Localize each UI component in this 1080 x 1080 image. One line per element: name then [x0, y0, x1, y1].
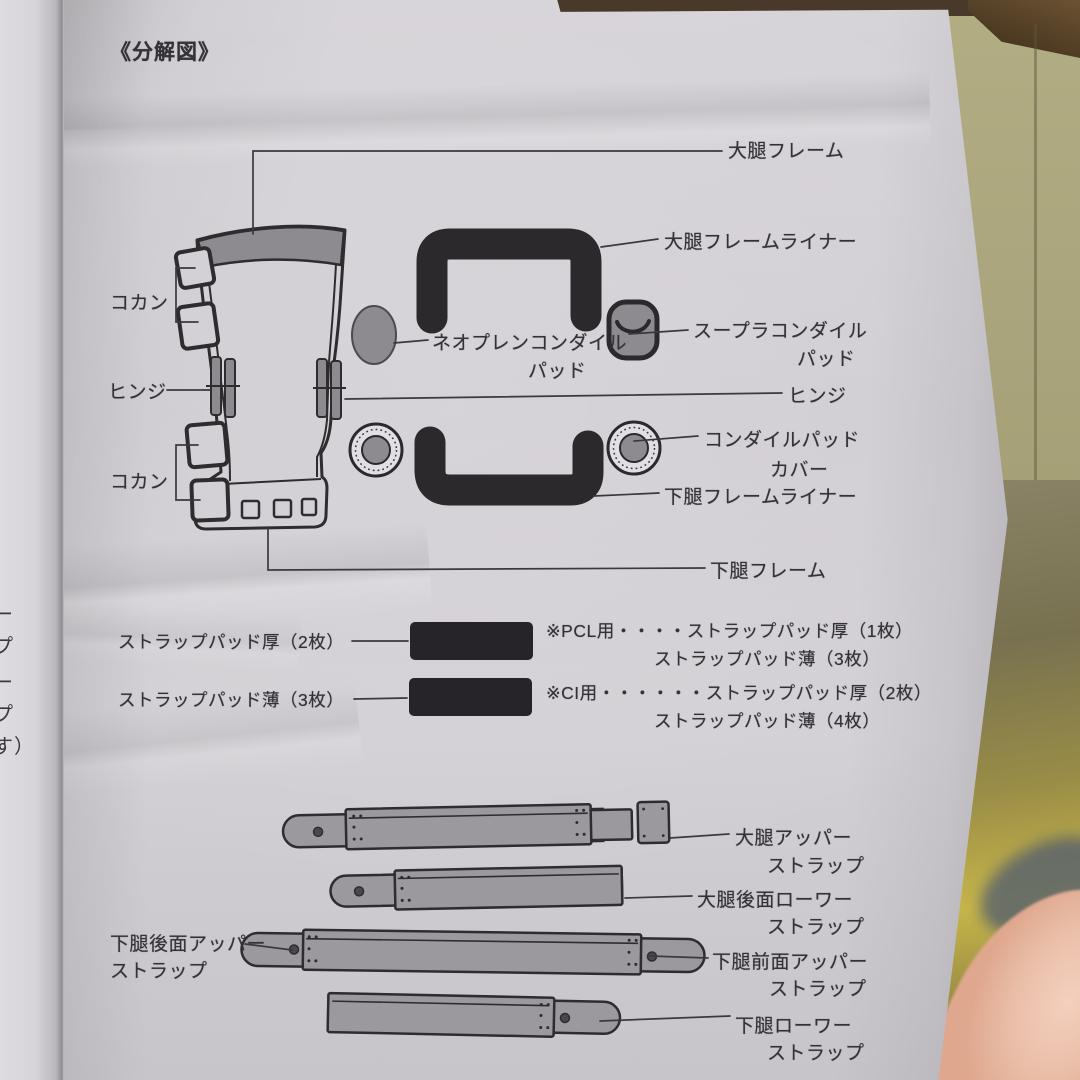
shin-rear-front-upper-strap-drawing — [240, 928, 706, 976]
thigh-upper-strap-drawing — [281, 800, 671, 851]
note-pcl-line1: ※PCL用・・・・ストラップパッド厚（1枚） — [546, 621, 913, 641]
strap-pad-thin-drawing — [409, 678, 532, 716]
label-neoprene-pad-line2: パッド — [528, 361, 587, 382]
label-shin-rear-upper-strap-line2: ストラップ — [110, 961, 208, 982]
label-shin-front-upper-strap-line2: ストラップ — [769, 979, 867, 1000]
note-ci-line1: ※CI用・・・・・・ストラップパッド厚（2枚） — [546, 683, 932, 703]
label-thigh-rear-lower-strap-line1: 大腿後面ローワー — [697, 890, 854, 911]
label-thigh-upper-strap-line1: 大腿アッパー — [735, 828, 853, 849]
label-shin-lower-strap-line2: ストラップ — [767, 1043, 865, 1064]
condyle-pad-cover-right-drawing — [606, 420, 662, 476]
shin-band-slot — [300, 497, 318, 517]
hinge-left-drawing — [206, 356, 240, 418]
label-neoprene-pad-line1: ネオプレンコンダイル — [432, 333, 628, 354]
label-strap-pad-thin: ストラップパッド薄（3枚） — [118, 690, 345, 710]
label-thigh-upper-strap-line2: ストラップ — [767, 856, 865, 877]
label-shin-frame-liner: 下腿フレームライナー — [664, 487, 858, 508]
edge-text-fragment: プ — [0, 636, 14, 658]
label-thigh-frame: 大腿フレーム — [728, 141, 845, 162]
edge-text-fragment: プ — [0, 704, 14, 726]
hinge-right-drawing — [313, 358, 346, 420]
thigh-rear-lower-strap-drawing — [329, 864, 624, 911]
leader-lines — [166, 150, 783, 1022]
label-shin-frame: 下腿フレーム — [710, 561, 827, 582]
knee-brace-frame-drawing — [173, 224, 347, 531]
edge-text-fragment: す） — [0, 736, 35, 758]
label-shin-lower-strap-line1: 下腿ローワー — [735, 1016, 853, 1037]
diagram-title: 《分解図》 — [110, 41, 220, 64]
note-pcl-line2: ストラップパッド薄（3枚） — [654, 649, 881, 669]
label-pad-cover-line1: コンダイルパッド — [704, 430, 861, 451]
label-strap-pad-thick: ストラップパッド厚（2枚） — [118, 632, 345, 652]
label-hinge-left: ヒンジ — [108, 382, 167, 403]
thigh-frame-liner-drawing — [416, 228, 602, 334]
strap-pad-thick-drawing — [410, 622, 533, 660]
label-supra-pad-line2: パッド — [797, 349, 856, 370]
label-supra-pad-line1: スープラコンダイル — [693, 321, 868, 342]
label-thigh-rear-lower-strap-line2: ストラップ — [767, 917, 865, 938]
label-kokan-lower: コカン — [110, 472, 169, 493]
label-hinge-right: ヒンジ — [788, 386, 847, 407]
label-thigh-frame-liner: 大腿フレームライナー — [664, 232, 858, 253]
edge-text-fragment: ー — [0, 672, 14, 694]
label-shin-front-upper-strap-line1: 下腿前面アッパー — [712, 952, 869, 973]
shin-band-slot — [240, 499, 261, 520]
label-shin-rear-upper-strap-line1: 下腿後面アッパー — [110, 934, 267, 955]
shin-lower-strap-drawing — [326, 991, 622, 1038]
edge-text-fragment: ー — [0, 604, 14, 626]
note-ci-line2: ストラップパッド薄（4枚） — [654, 711, 881, 731]
thigh-frame-top-band — [196, 225, 346, 269]
tatami-seam — [1034, 24, 1037, 524]
shin-band-slot — [272, 498, 293, 519]
folded-page-edge: ー プ ー プ す） — [0, 0, 64, 1080]
kokan-hook — [184, 420, 230, 470]
shin-frame-liner-drawing — [414, 426, 604, 506]
condyle-pad-cover-left-drawing — [348, 422, 404, 478]
label-kokan-upper: コカン — [110, 293, 169, 314]
kokan-hook — [175, 301, 221, 351]
label-pad-cover-line2: カバー — [770, 460, 829, 481]
neoprene-condyle-pad-drawing — [351, 305, 397, 365]
supra-condyle-pad-drawing — [606, 299, 660, 361]
